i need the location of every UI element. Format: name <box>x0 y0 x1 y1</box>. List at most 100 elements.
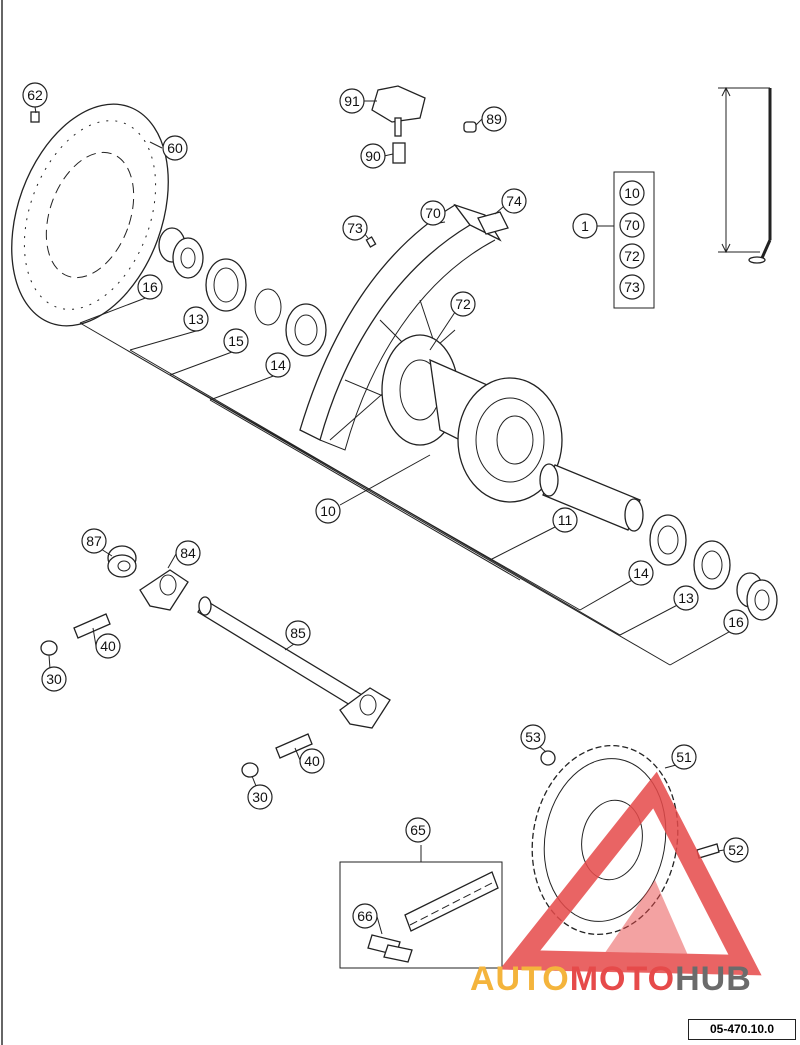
hub <box>329 299 563 503</box>
callout-53: 53 <box>520 724 546 750</box>
svg-text:89: 89 <box>486 111 502 127</box>
callout-90: 90 <box>360 143 386 169</box>
watermark-logo <box>499 771 762 976</box>
watermark-text: AUTOMOTOHUB <box>470 960 752 999</box>
svg-text:13: 13 <box>188 311 204 327</box>
callout-30b: 30 <box>247 784 273 810</box>
svg-text:40: 40 <box>304 753 320 769</box>
callout-89: 89 <box>481 106 507 132</box>
sprocket-bolt <box>696 843 720 859</box>
spacer-left <box>158 227 204 279</box>
svg-text:30: 30 <box>252 789 268 805</box>
svg-text:90: 90 <box>365 148 381 164</box>
leader-lines <box>34 100 737 935</box>
adjust-screw-left <box>73 613 111 639</box>
svg-text:52: 52 <box>728 842 744 858</box>
svg-text:1: 1 <box>581 218 589 234</box>
callout-40a: 40 <box>95 633 121 659</box>
svg-text:73: 73 <box>347 220 363 236</box>
kit-callout-70: 70 <box>619 212 645 238</box>
callout-74: 74 <box>501 188 527 214</box>
callout-85: 85 <box>285 620 311 646</box>
kit-callout-73: 73 <box>619 274 645 300</box>
callout-87: 87 <box>81 528 107 554</box>
chain-joint <box>367 934 413 963</box>
callout-73: 73 <box>342 215 368 241</box>
svg-text:10: 10 <box>320 503 336 519</box>
seal-left <box>205 258 247 312</box>
brake-disc <box>11 103 169 327</box>
svg-text:40: 40 <box>100 638 116 654</box>
callout-10: 10 <box>315 498 341 524</box>
wheel-spindle <box>197 596 363 709</box>
callout-13b: 13 <box>673 585 699 611</box>
kit-callout-72: 72 <box>619 243 645 269</box>
sprocket-nut <box>540 750 556 766</box>
svg-text:85: 85 <box>290 625 306 641</box>
callout-66: 66 <box>352 903 378 929</box>
watermark-part-auto: AUTO <box>470 960 570 998</box>
rim-tape <box>477 211 509 235</box>
callout-1: 1 <box>572 213 598 239</box>
valve-cap <box>463 121 477 133</box>
svg-text:62: 62 <box>27 87 43 103</box>
distance-sleeve <box>539 463 644 532</box>
svg-text:73: 73 <box>624 279 640 295</box>
svg-text:65: 65 <box>410 822 426 838</box>
chain-adjuster-left <box>139 569 189 611</box>
callout-14a: 14 <box>265 352 291 378</box>
callout-84: 84 <box>175 540 201 566</box>
svg-text:51: 51 <box>676 749 692 765</box>
bearing-left <box>285 303 327 357</box>
callout-14b: 14 <box>628 560 654 586</box>
callout-30a: 30 <box>41 666 67 692</box>
nut-right <box>241 762 259 778</box>
nut-left <box>40 640 58 656</box>
circlip <box>254 288 282 326</box>
bearing-right <box>649 514 687 566</box>
chain-box <box>339 845 503 969</box>
adjust-screw-right <box>275 733 313 759</box>
svg-text:74: 74 <box>506 193 522 209</box>
callout-13a: 13 <box>183 306 209 332</box>
svg-text:70: 70 <box>425 205 441 221</box>
bolt-62 <box>30 111 40 123</box>
svg-text:72: 72 <box>624 248 640 264</box>
spacer-right <box>736 572 778 621</box>
chain <box>404 871 499 932</box>
svg-text:13: 13 <box>678 590 694 606</box>
svg-text:11: 11 <box>558 512 573 528</box>
callout-51: 51 <box>671 744 697 770</box>
svg-text:16: 16 <box>728 614 744 630</box>
callout-60: 60 <box>162 135 188 161</box>
svg-text:10: 10 <box>624 185 640 201</box>
svg-text:30: 30 <box>46 671 62 687</box>
svg-text:16: 16 <box>142 279 158 295</box>
svg-text:60: 60 <box>167 140 183 156</box>
callout-70: 70 <box>420 200 446 226</box>
valve-nut <box>392 142 406 164</box>
seal-right <box>693 540 731 590</box>
svg-text:87: 87 <box>86 533 102 549</box>
callout-72: 72 <box>450 291 476 317</box>
drawing-reference-code: 05-470.10.0 <box>688 1019 796 1040</box>
watermark-part-hub: HUB <box>675 960 752 998</box>
spoke-loose <box>718 86 772 264</box>
svg-text:91: 91 <box>344 93 360 109</box>
kit-callout-10: 10 <box>619 180 645 206</box>
svg-text:72: 72 <box>455 296 471 312</box>
callout-11: 11 <box>552 507 578 533</box>
svg-text:14: 14 <box>633 565 649 581</box>
callout-91: 91 <box>339 88 365 114</box>
callout-62: 62 <box>22 82 48 108</box>
callout-15: 15 <box>223 328 249 354</box>
svg-text:15: 15 <box>228 333 244 349</box>
svg-text:53: 53 <box>525 729 541 745</box>
collar-nut <box>107 545 137 578</box>
svg-text:70: 70 <box>624 217 640 233</box>
chain-adjuster-right <box>339 687 391 729</box>
spoke-nipple <box>365 236 377 248</box>
watermark-part-moto: MOTO <box>569 960 676 998</box>
callout-52: 52 <box>723 837 749 863</box>
